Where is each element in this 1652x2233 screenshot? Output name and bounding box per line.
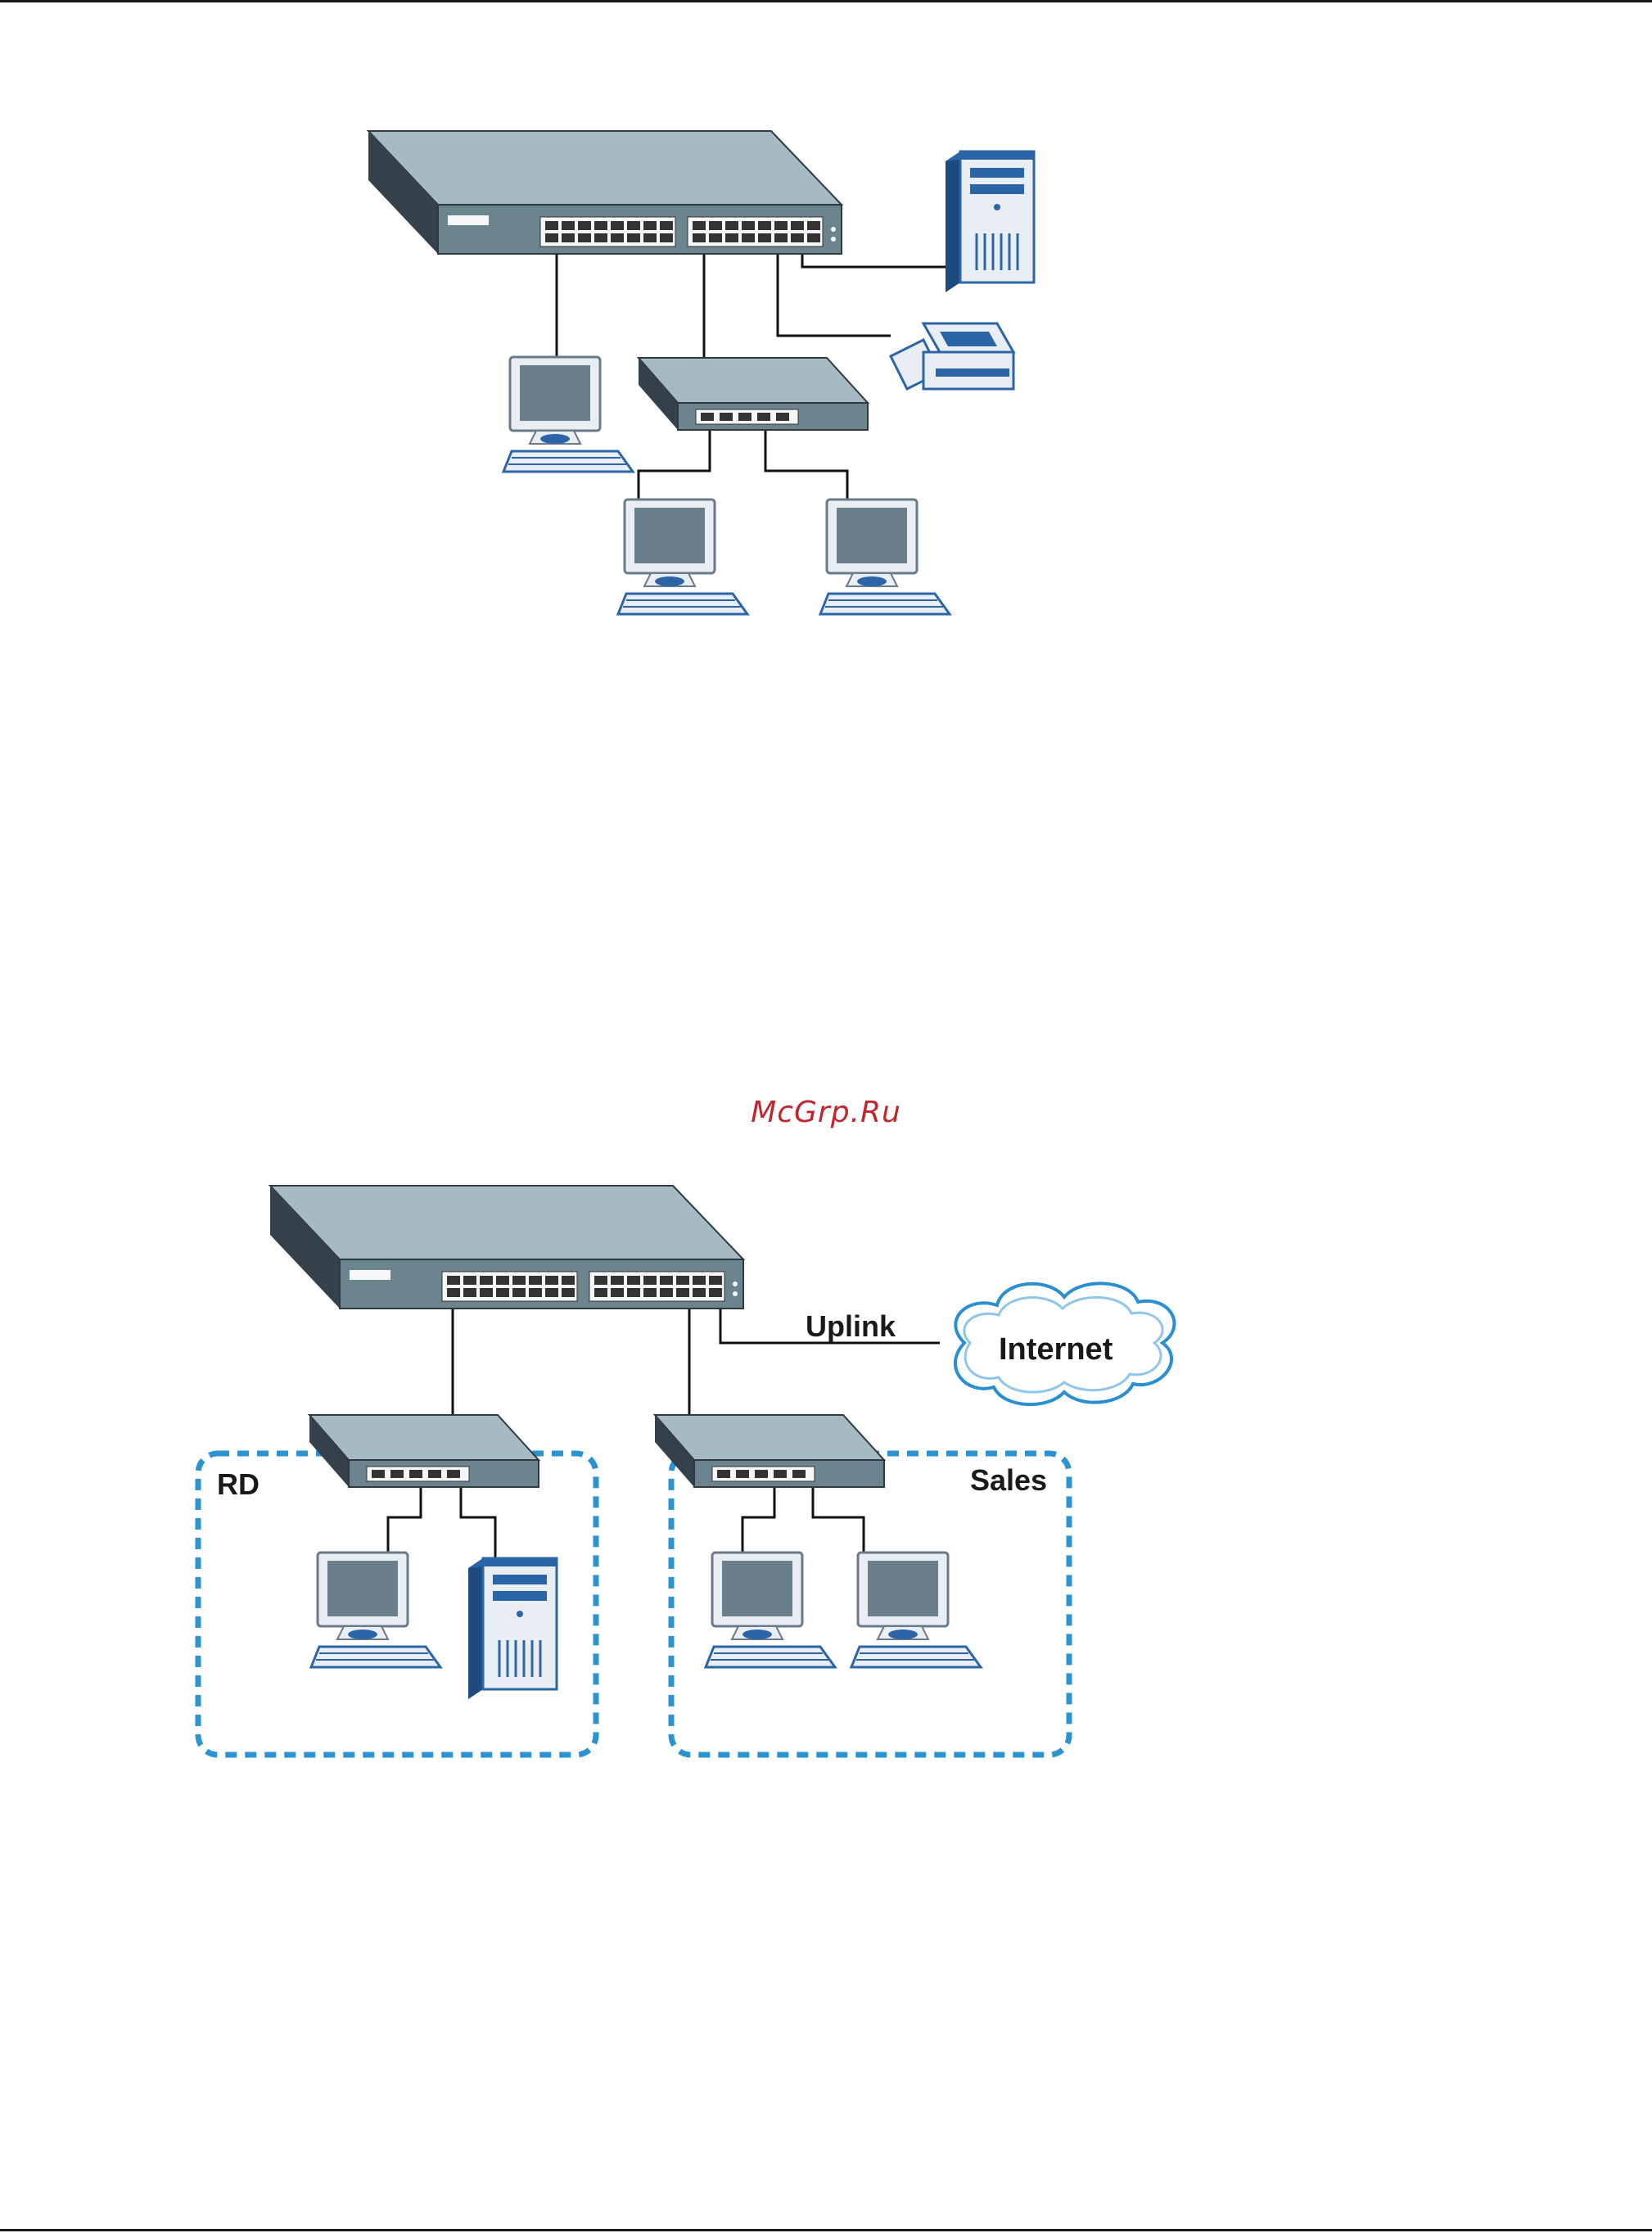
watermark: McGrp.Ru (0, 1096, 1652, 1129)
internet-label: Internet (999, 1332, 1113, 1367)
server-icon (468, 1558, 557, 1699)
group-rd-label: RD (217, 1467, 260, 1501)
hub-icon (639, 358, 868, 430)
hub-icon (309, 1415, 539, 1487)
computer-icon (851, 1553, 981, 1667)
uplink-label: Uplink (806, 1309, 896, 1343)
computer-icon (706, 1553, 835, 1667)
computer-icon (820, 499, 950, 614)
switch-icon (270, 1186, 743, 1309)
server-icon (946, 151, 1034, 292)
diagram-1 (368, 131, 1034, 614)
printer-icon (891, 323, 1013, 389)
computer-icon (503, 357, 633, 472)
computer-icon (311, 1553, 440, 1667)
diagram-2: Uplink Internet RD Sales (198, 1186, 1174, 1755)
switch-icon (368, 131, 842, 254)
computer-icon (618, 499, 747, 614)
group-sales-label: Sales (970, 1463, 1047, 1497)
hub-icon (655, 1415, 884, 1487)
